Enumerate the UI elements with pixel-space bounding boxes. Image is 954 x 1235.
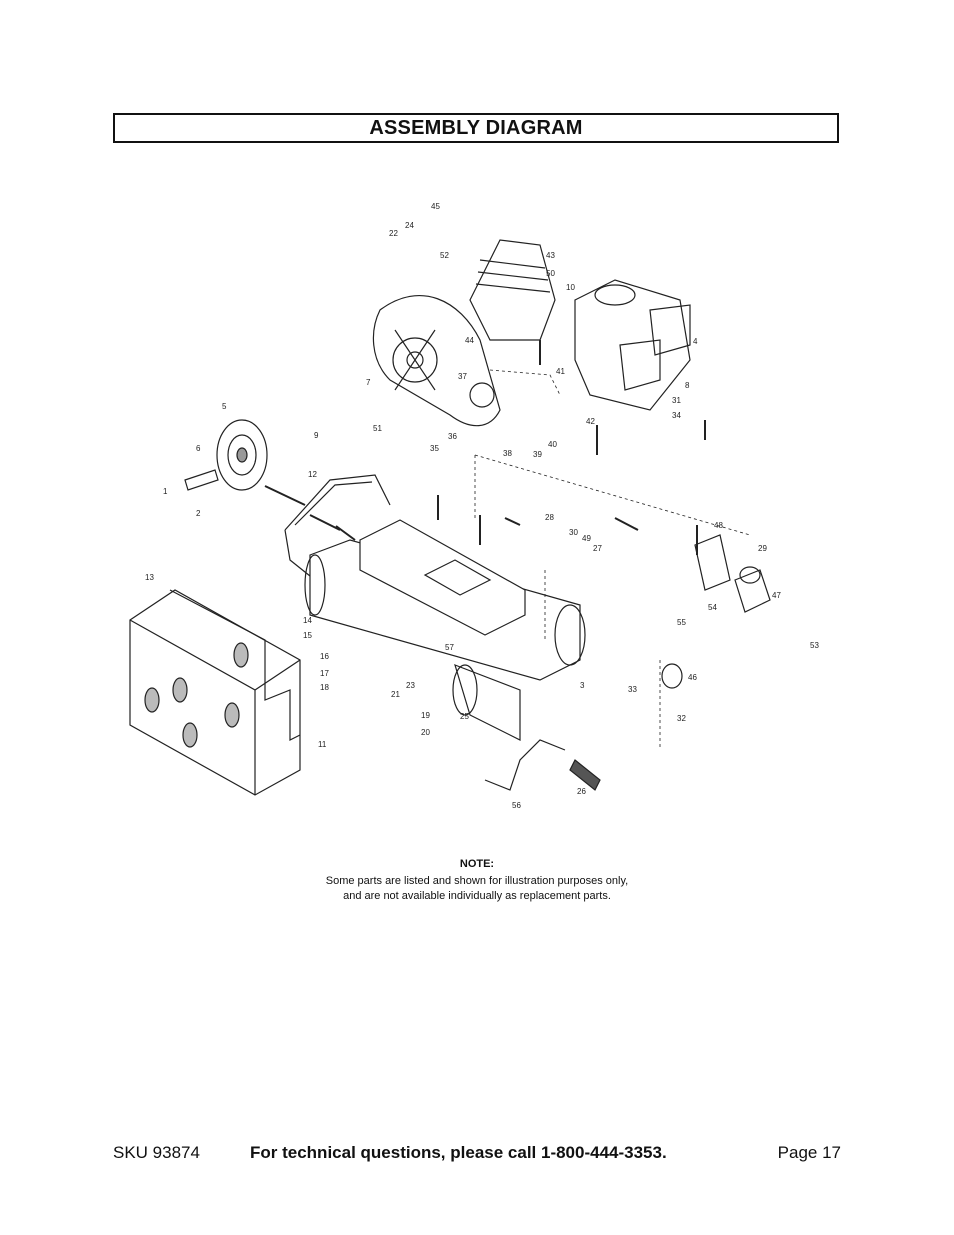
part-label: 34 <box>672 411 681 420</box>
part-label: 3 <box>580 681 585 690</box>
part-label: 45 <box>431 202 440 211</box>
part-label: 56 <box>512 801 521 810</box>
part-label: 19 <box>421 711 430 720</box>
section-title-box: ASSEMBLY DIAGRAM <box>113 113 839 143</box>
part-label: 50 <box>546 269 555 278</box>
footer-sku: SKU 93874 <box>113 1143 200 1162</box>
part-label: 27 <box>593 544 602 553</box>
part-label: 23 <box>406 681 415 690</box>
regulator-manifold <box>694 534 771 613</box>
wheel <box>184 419 268 491</box>
part-label: 35 <box>430 444 439 453</box>
note-line-1: Some parts are listed and shown for illu… <box>325 875 629 887</box>
part-label: 41 <box>556 367 565 376</box>
part-label: 13 <box>145 573 154 582</box>
part-label: 47 <box>772 591 781 600</box>
part-label: 2 <box>196 509 201 518</box>
part-label: 24 <box>405 221 414 230</box>
part-label: 39 <box>533 450 542 459</box>
part-label: 30 <box>569 528 578 537</box>
part-label: 36 <box>448 432 457 441</box>
part-labels: 1 2 3 4 5 6 7 8 9 10 11 12 13 14 15 16 1… <box>145 202 819 810</box>
part-label: 52 <box>440 251 449 260</box>
part-label: 32 <box>677 714 686 723</box>
page-title: ASSEMBLY DIAGRAM <box>369 116 583 139</box>
side-panels <box>129 589 301 796</box>
part-label: 22 <box>389 229 398 238</box>
tow-handle <box>484 739 601 791</box>
part-label: 12 <box>308 470 317 479</box>
part-label: 28 <box>545 513 554 522</box>
part-label: 7 <box>366 378 371 387</box>
part-label: 42 <box>586 417 595 426</box>
part-label: 48 <box>714 521 723 530</box>
part-label: 4 <box>693 337 698 346</box>
part-label: 43 <box>546 251 555 260</box>
part-label: 26 <box>577 787 586 796</box>
part-label: 5 <box>222 402 227 411</box>
gas-engine <box>574 279 691 411</box>
part-label: 25 <box>460 712 469 721</box>
pressure-gauge <box>661 663 683 689</box>
part-label: 33 <box>628 685 637 694</box>
part-label: 10 <box>566 283 575 292</box>
part-label: 18 <box>320 683 329 692</box>
part-label: 29 <box>758 544 767 553</box>
part-label: 31 <box>672 396 681 405</box>
part-label: 20 <box>421 728 430 737</box>
part-label: 11 <box>318 740 327 749</box>
part-label: 15 <box>303 631 312 640</box>
part-label: 1 <box>163 487 168 496</box>
part-label: 38 <box>503 449 512 458</box>
part-label: 57 <box>445 643 454 652</box>
part-label: 54 <box>708 603 717 612</box>
part-label: 17 <box>320 669 329 678</box>
part-label: 37 <box>458 372 467 381</box>
part-label: 53 <box>810 641 819 650</box>
part-label: 51 <box>373 424 382 433</box>
part-label: 21 <box>391 690 400 699</box>
compressor-pump <box>469 239 556 341</box>
footer-page-number: Page 17 <box>777 1143 841 1162</box>
part-label: 49 <box>582 534 591 543</box>
belt-guard <box>372 294 501 427</box>
part-label: 8 <box>685 381 690 390</box>
footer-tech-support: For technical questions, please call 1-8… <box>250 1143 667 1162</box>
part-label: 14 <box>303 616 312 625</box>
mounting-plate <box>359 519 526 636</box>
part-label: 40 <box>548 440 557 449</box>
part-label: 9 <box>314 431 319 440</box>
part-label: 46 <box>688 673 697 682</box>
note-heading: NOTE: <box>459 858 495 870</box>
assembly-arrows <box>264 340 706 555</box>
guide-lines <box>474 369 751 750</box>
note-line-2: and are not available individually as re… <box>343 890 611 902</box>
part-label: 44 <box>465 336 474 345</box>
part-label: 55 <box>677 618 686 627</box>
part-label: 6 <box>196 444 201 453</box>
part-label: 16 <box>320 652 329 661</box>
